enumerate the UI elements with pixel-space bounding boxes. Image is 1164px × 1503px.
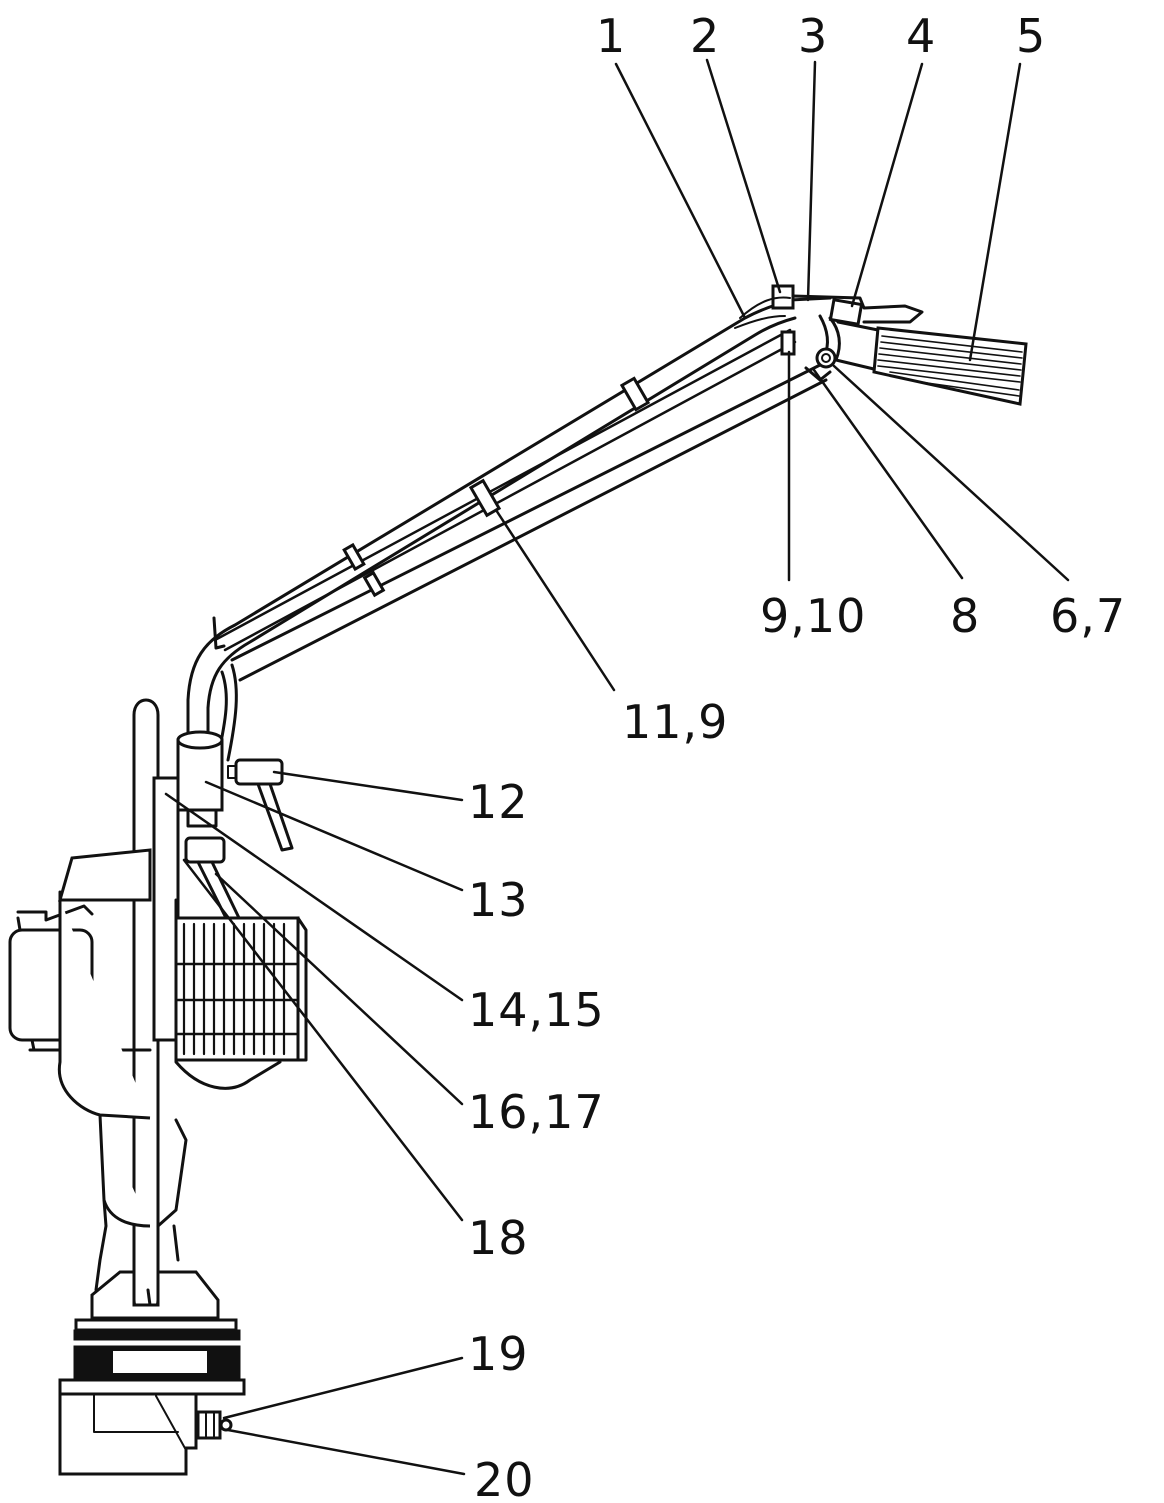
callout-13: 13 (468, 873, 529, 927)
leader-line-12 (272, 770, 464, 802)
leader-line-20 (226, 1428, 466, 1476)
callout-18: 18 (468, 1211, 529, 1265)
callout-14-15: 14,15 (468, 983, 605, 1037)
callout-12: 12 (468, 775, 529, 829)
gearbox (58, 1318, 246, 1476)
callout-4: 4 (906, 9, 936, 63)
callout-19: 19 (468, 1327, 529, 1381)
callout-1: 1 (596, 9, 626, 63)
leader-line-13 (204, 780, 464, 892)
callout-16-17: 16,17 (468, 1085, 605, 1139)
callout-3: 3 (798, 9, 828, 63)
callout-8: 8 (950, 589, 980, 643)
swivel-joint (157, 730, 294, 928)
leader-line-16-17 (214, 872, 464, 1106)
callout-labels: 1 2 3 4 5 9,10 8 6,7 11,9 12 13 14,15 16… (468, 9, 1126, 1503)
leader-line-6-7 (832, 364, 1070, 582)
leader-line-2 (705, 58, 782, 294)
leader-line-4 (850, 62, 924, 308)
leader-line-3 (806, 60, 817, 302)
leader-line-18 (182, 858, 464, 1222)
callout-6-7: 6,7 (1050, 589, 1126, 643)
engine (8, 848, 308, 1320)
leader-line-11-9 (494, 508, 616, 692)
handlebar-assembly (186, 284, 1028, 762)
leader-line-14-15 (164, 792, 464, 1002)
leader-line-5 (968, 62, 1022, 362)
callout-9-10: 9,10 (760, 589, 866, 643)
callout-11-9: 11,9 (622, 695, 728, 749)
cooling-fins (174, 916, 308, 1062)
hand-grip (872, 326, 1028, 406)
leader-lines (164, 58, 1070, 1476)
callout-2: 2 (690, 9, 720, 63)
callout-20: 20 (474, 1453, 535, 1503)
frame (132, 698, 180, 1315)
leader-line-19 (222, 1356, 464, 1420)
callout-5: 5 (1016, 9, 1046, 63)
leader-line-8 (812, 368, 964, 580)
leader-line-1 (614, 62, 747, 320)
